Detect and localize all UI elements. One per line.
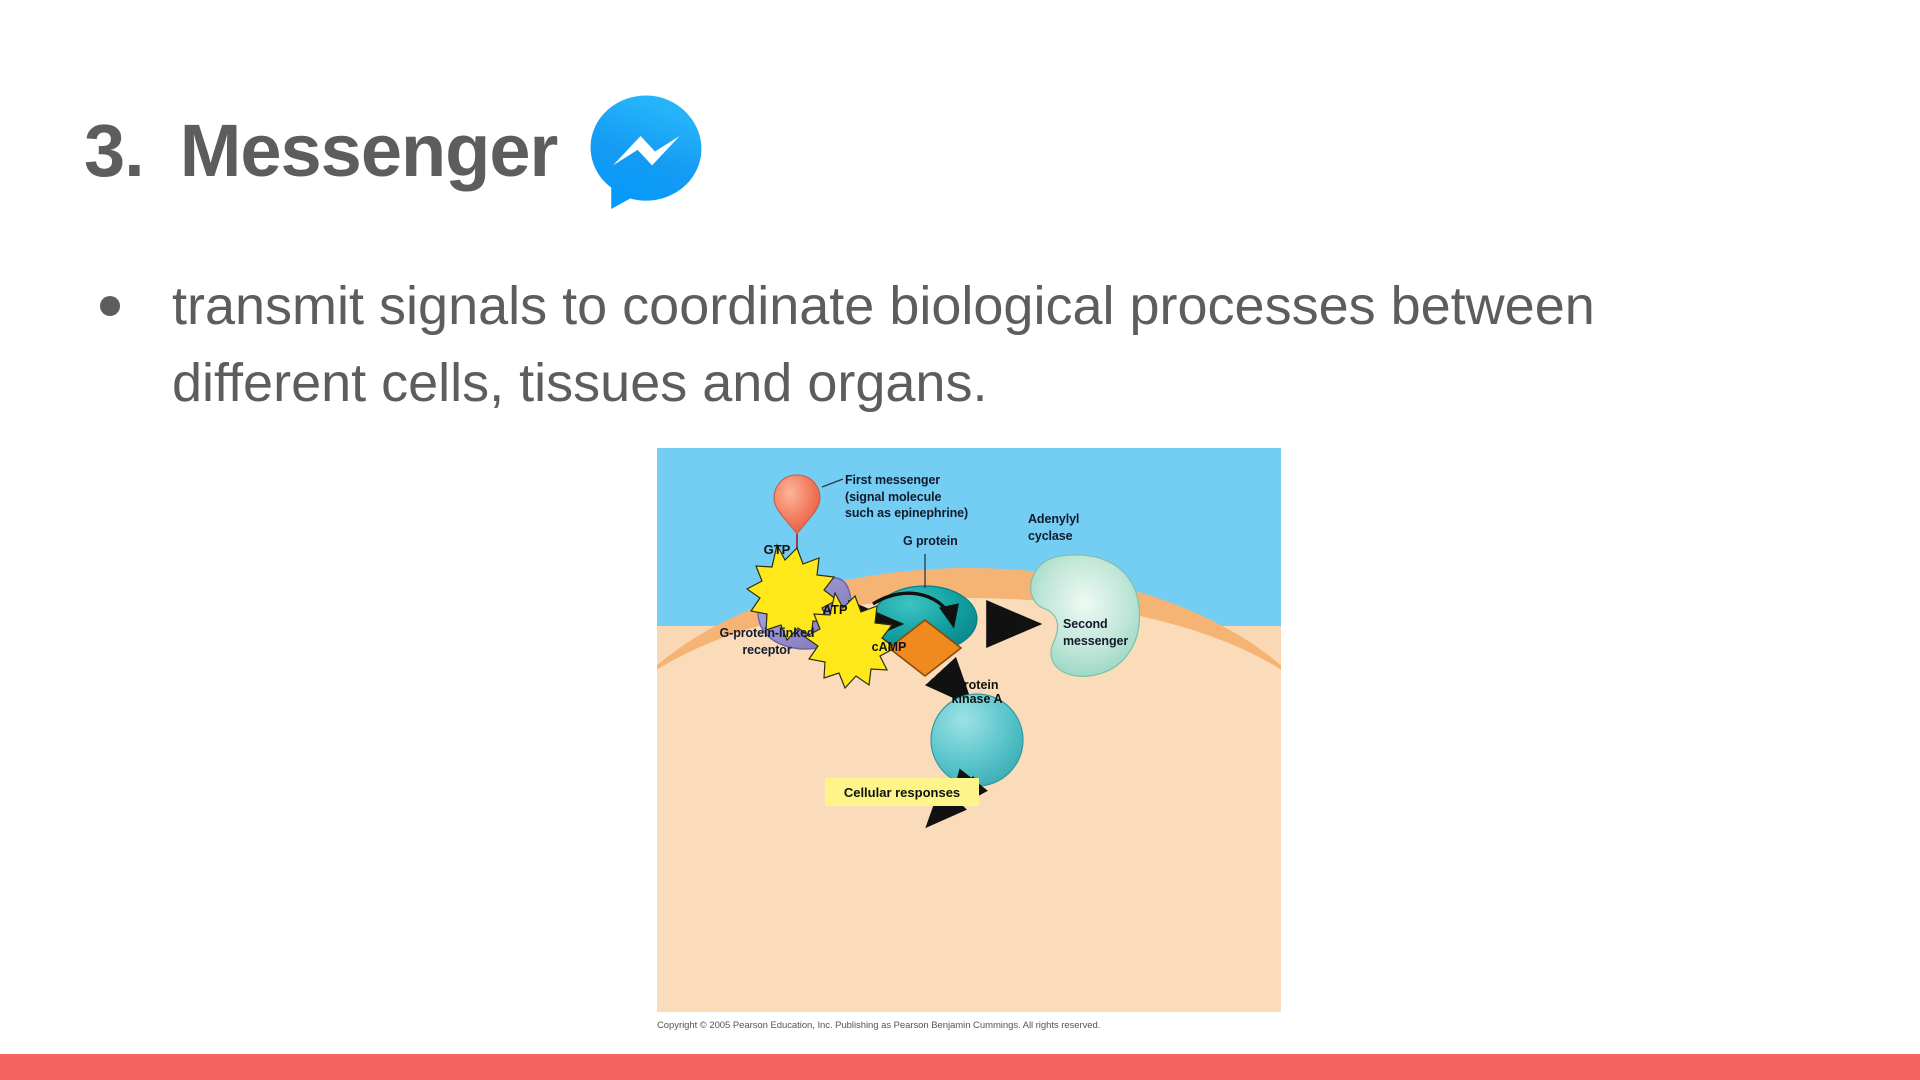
label-g-protein-linked-receptor: G-protein-linked receptor (719, 626, 815, 657)
list-item: transmit signals to coordinate biologica… (100, 268, 1800, 421)
figure-graphics (745, 474, 1141, 829)
protein-kinase-a (930, 693, 1024, 787)
label-second-messenger: Second messenger (1063, 617, 1129, 648)
cellular-responses-box (825, 778, 979, 806)
figure-panel: First messenger (signal molecule such as… (657, 448, 1281, 1012)
title-text: Messenger (179, 109, 559, 192)
bullet-dot-icon (100, 296, 120, 316)
title-number: 3. (84, 109, 145, 192)
bullet-text: transmit signals to coordinate biologica… (172, 276, 1595, 413)
label-g-protein: G protein (903, 534, 958, 548)
arrow-cyclase-to-camp (872, 591, 959, 629)
page-title: 3. Messenger (84, 88, 709, 214)
label-adenylyl-cyclase: Adenylyl cyclase (1028, 512, 1080, 543)
signaling-pathway-figure: First messenger (signal molecule such as… (657, 448, 1281, 1031)
bottom-accent-bar (0, 1054, 1920, 1080)
figure-copyright: Copyright © 2005 Pearson Education, Inc.… (657, 1020, 1101, 1031)
messenger-logo-icon (590, 95, 702, 209)
atp-burst-icon (803, 591, 897, 690)
label-first-messenger: First messenger (signal molecule such as… (845, 473, 969, 520)
first-messenger-ligand (773, 474, 821, 535)
